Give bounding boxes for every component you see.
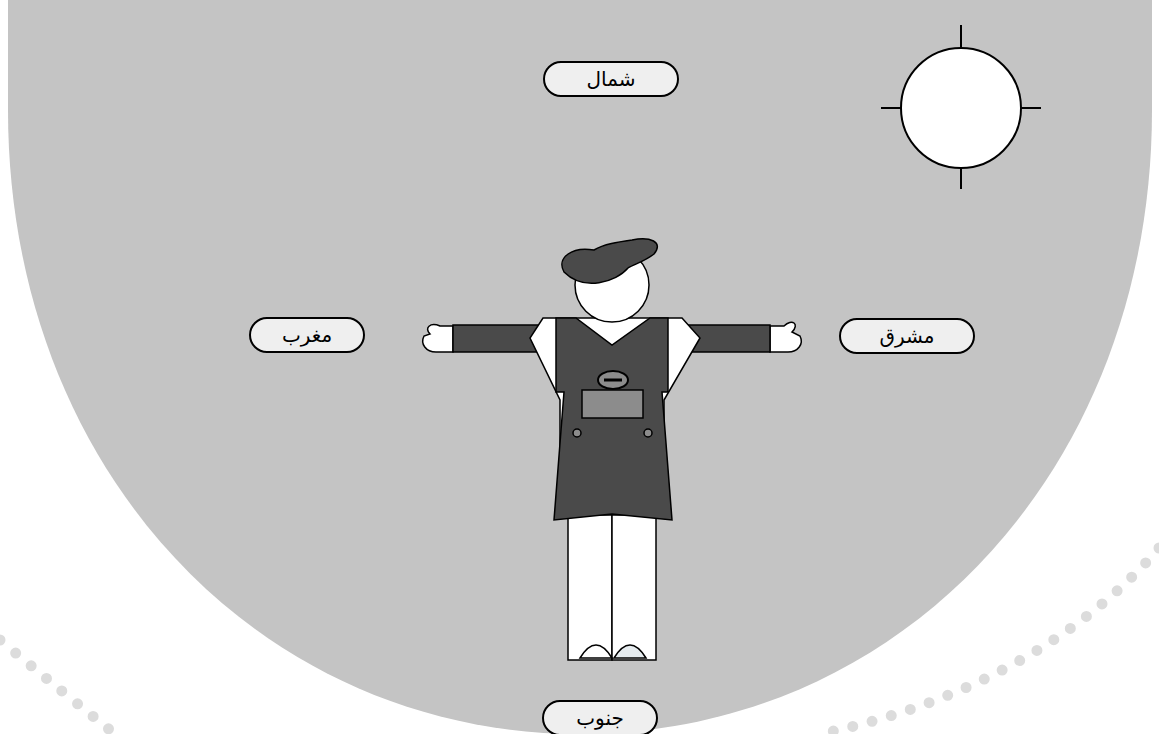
dotted-arc — [0, 640, 115, 734]
direction-label: شمال — [543, 61, 679, 97]
direction-label: مشرق — [839, 318, 975, 354]
sun-symbol — [881, 25, 1041, 189]
direction-text: مشرق — [879, 324, 934, 348]
direction-text: شمال — [587, 67, 636, 91]
person-figure — [423, 239, 802, 660]
direction-label: مغرب — [249, 317, 365, 353]
ground-area — [8, 0, 1152, 734]
direction-text: مغرب — [282, 323, 332, 347]
direction-label: جنوب — [542, 700, 658, 734]
direction-text: جنوب — [576, 706, 624, 730]
